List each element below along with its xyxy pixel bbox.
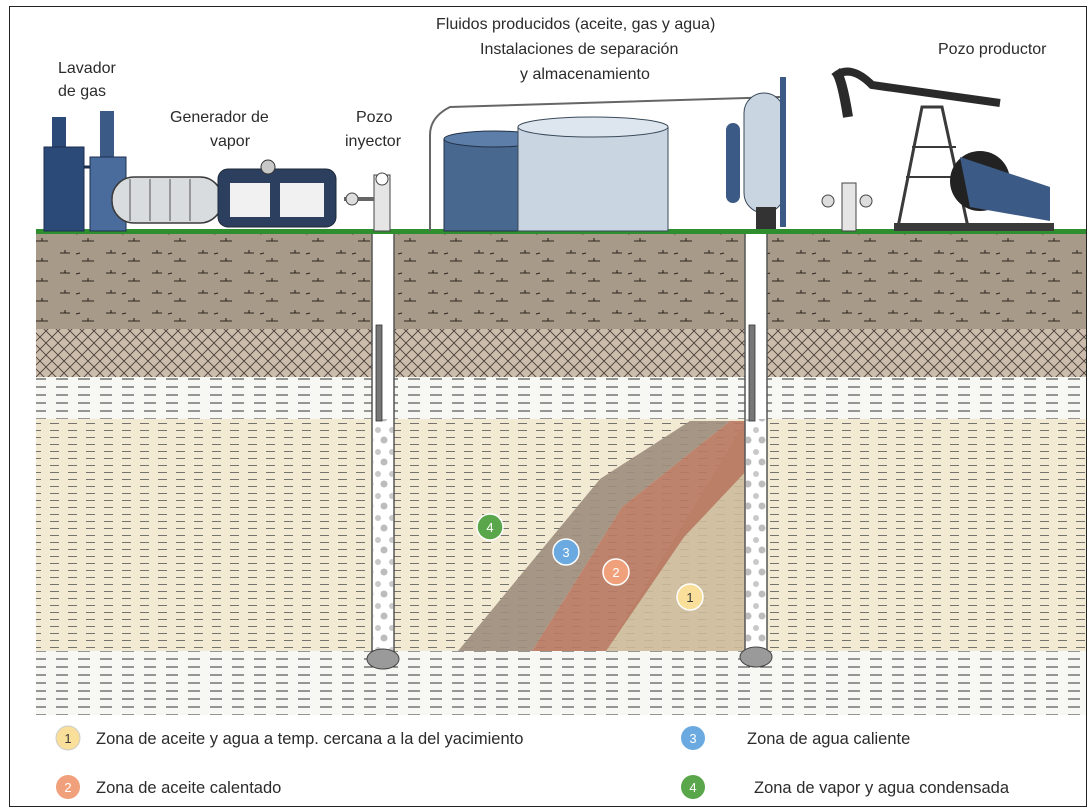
producer-wellbore: [739, 232, 773, 668]
svg-text:4: 4: [486, 520, 493, 535]
legend-item-1: 1 Zona de aceite y agua a temp. cercana …: [55, 725, 523, 751]
svg-text:1: 1: [64, 731, 71, 746]
legend-label-3: Zona de agua caliente: [747, 730, 910, 748]
zone-2-heated-oil: [532, 421, 750, 651]
separator-vessel: [726, 77, 786, 229]
legend: 1 Zona de aceite y agua a temp. cercana …: [55, 725, 1010, 799]
zone-marker-2: 2: [602, 558, 630, 586]
storage-tanks: [429, 96, 781, 232]
steam-generator-label-line2: vapor: [210, 133, 251, 150]
produced-fluids-label-line3: y almacenamiento: [520, 66, 650, 83]
produced-fluids-label-line2: Instalaciones de separación: [480, 41, 678, 58]
injector-well-label-line1: Pozo: [356, 109, 393, 126]
gas-scrubber-unit: [43, 111, 127, 232]
svg-text:2: 2: [612, 565, 619, 580]
pump-jack: [831, 67, 1054, 231]
legend-item-2: 2 Zona de aceite calentado: [56, 775, 281, 799]
gas-scrubber-label-line1: Lavador: [58, 60, 116, 77]
zone-3-hot-water: [458, 421, 730, 651]
zone-marker-3: 3: [552, 538, 580, 566]
diagram-frame: Lavador de gas Generador de vapor Pozo i…: [9, 6, 1087, 807]
legend-label-1: Zona de aceite y agua a temp. cercana a …: [96, 730, 523, 748]
gas-scrubber-label-line2: de gas: [58, 83, 106, 100]
steam-injection-diagram: Lavador de gas Generador de vapor Pozo i…: [36, 16, 1086, 799]
legend-item-3: 3 Zona de agua caliente: [681, 726, 910, 750]
producer-well-label: Pozo productor: [938, 41, 1047, 58]
svg-text:3: 3: [562, 545, 569, 560]
steam-generator-unit: [111, 159, 337, 228]
legend-label-4: Zona de vapor y agua condensada: [754, 779, 1010, 797]
svg-text:1: 1: [686, 590, 693, 605]
injector-wellhead: [344, 172, 391, 232]
steam-generator-label-line1: Generador de: [170, 109, 269, 126]
zone-marker-1: 1: [676, 583, 704, 611]
producer-wellhead: [821, 182, 873, 232]
svg-text:3: 3: [689, 731, 696, 746]
produced-fluids-label-line1: Fluidos producidos (aceite, gas y agua): [436, 16, 715, 33]
legend-label-2: Zona de aceite calentado: [96, 779, 281, 797]
injector-well-label-line2: inyector: [345, 133, 402, 150]
zone-marker-4: 4: [476, 513, 504, 541]
svg-text:2: 2: [64, 780, 71, 795]
legend-item-4: 4 Zona de vapor y agua condensada: [681, 775, 1010, 799]
svg-text:4: 4: [689, 780, 696, 795]
injector-wellbore: [366, 232, 400, 670]
